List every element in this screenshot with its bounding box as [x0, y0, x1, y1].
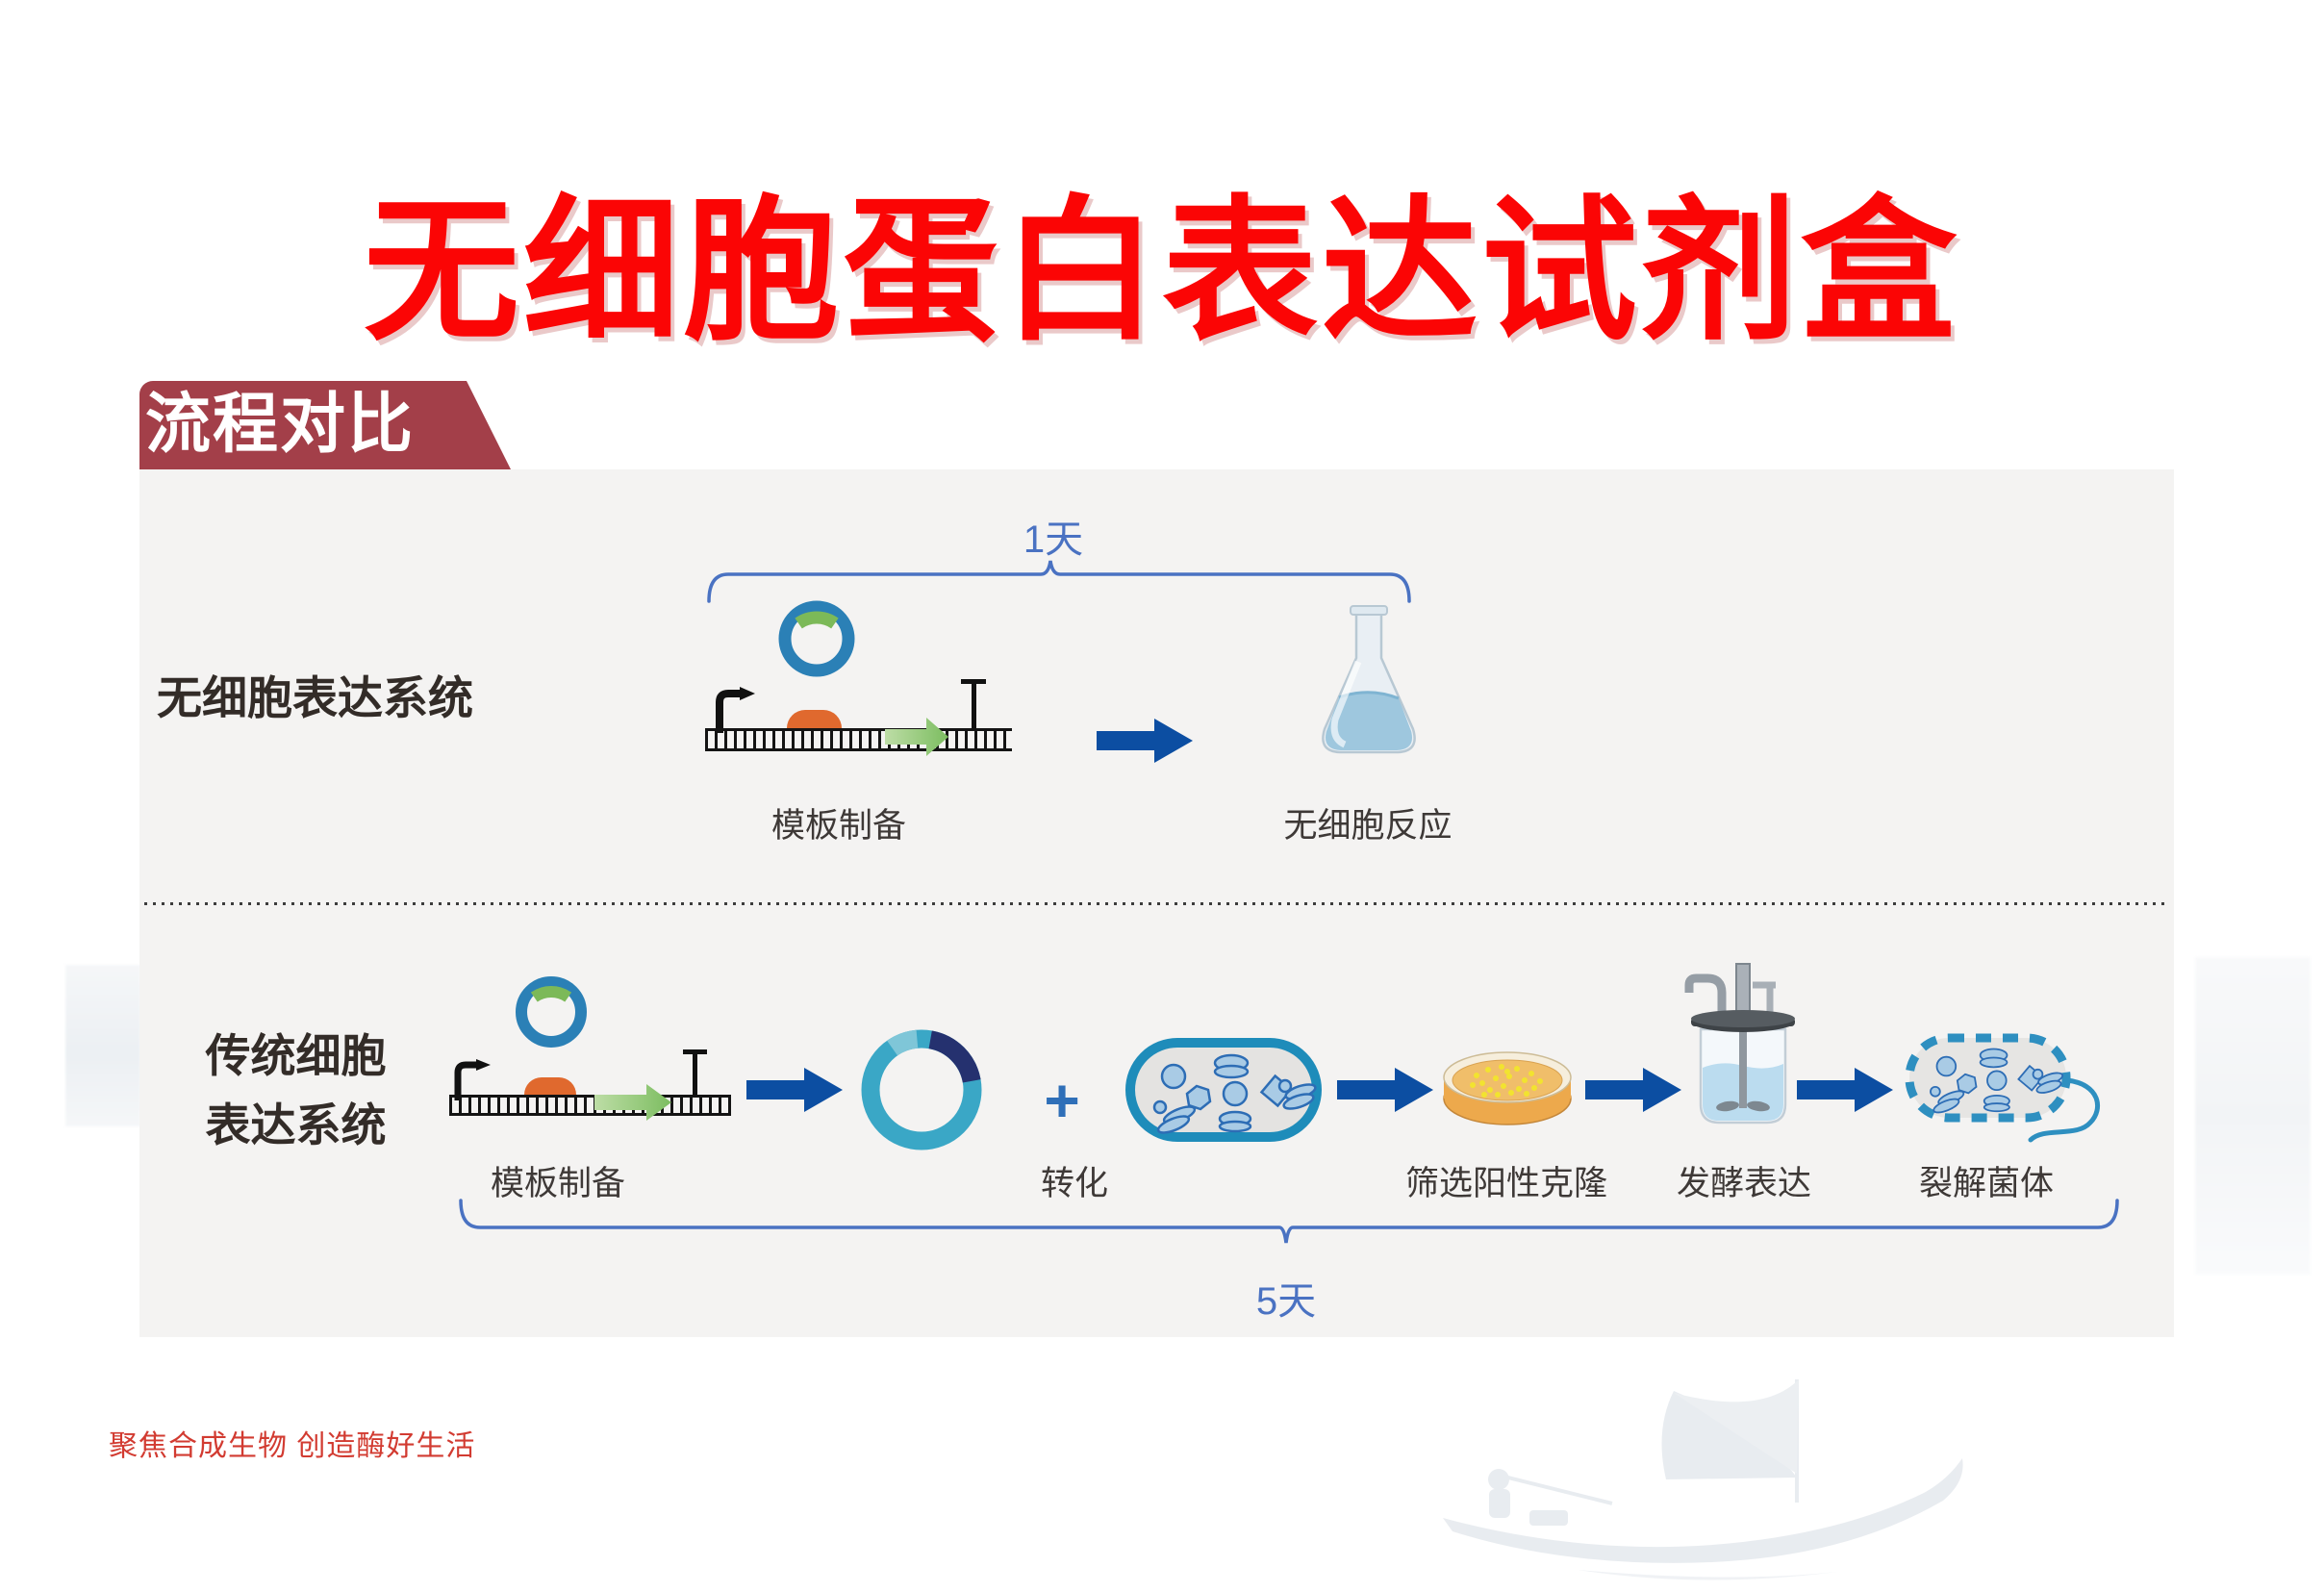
mountain-watermark — [65, 965, 140, 1126]
step-label-transformation: 转化 — [1040, 1165, 1108, 1202]
cellfree-duration-label: 1天 — [1023, 518, 1084, 561]
donut-plasmid-icon — [861, 1029, 982, 1150]
polymerase-dome-icon — [787, 710, 842, 728]
promoter-arrow-icon — [454, 1059, 491, 1100]
traditional-system-label: 传统细胞 表达系统 — [154, 1022, 438, 1160]
flow-arrow-icon — [1097, 719, 1193, 763]
petri-dish-icon — [1443, 1051, 1572, 1125]
bacteria-cell-icon — [1125, 1038, 1322, 1142]
gene-arrow-icon — [885, 718, 948, 756]
step-label-fermentation: 发酵表达 — [1676, 1165, 1811, 1202]
duration-brace-5day-icon — [459, 1199, 2119, 1244]
plasmid-icon — [778, 600, 855, 677]
terminator-stem — [972, 679, 976, 730]
dna-template-icon — [705, 728, 1012, 751]
polymerase-dome-icon — [524, 1077, 576, 1095]
dna-template-icon — [449, 1095, 731, 1116]
duration-brace-1day-icon — [707, 560, 1411, 603]
row-divider-dotted-line — [144, 902, 2169, 905]
promoter-arrow-icon — [716, 687, 755, 733]
flow-arrow-icon — [1585, 1068, 1681, 1112]
flow-arrow-icon — [1797, 1068, 1893, 1112]
boat-watermark — [1443, 1379, 1963, 1580]
flow-arrow-icon — [1337, 1068, 1433, 1112]
step-label-cellfree-reaction: 无细胞反应 — [1283, 807, 1452, 845]
cellfree-system-label: 无细胞表达系统 — [157, 672, 473, 723]
section-badge-label: 流程对比 — [145, 388, 416, 461]
lysed-cell-icon — [1905, 1033, 2101, 1143]
gene-arrow-icon — [594, 1084, 671, 1121]
step-label-template-prep-row1: 模板制备 — [770, 807, 906, 845]
section-badge: 流程对比 — [139, 381, 511, 469]
fermenter-icon — [1684, 963, 1795, 1125]
page-title: 无细胞蛋白表达试剂盒 — [364, 185, 1960, 359]
traditional-system-label-line2: 表达系统 — [205, 1099, 387, 1150]
flask-icon — [1322, 605, 1416, 754]
traditional-duration-label: 5天 — [1255, 1280, 1317, 1323]
right-edge-watermark — [2195, 957, 2311, 1275]
plus-sign: + — [1044, 1066, 1080, 1135]
step-label-screen-clones: 筛选阳性克隆 — [1404, 1165, 1607, 1202]
step-label-lysis: 裂解菌体 — [1918, 1165, 2054, 1202]
step-label-template-prep-row2: 模板制备 — [490, 1165, 625, 1202]
terminator-stem — [693, 1049, 697, 1097]
flow-arrow-icon — [746, 1068, 843, 1112]
plasmid-icon — [516, 976, 587, 1048]
footer-slogan: 聚焦合成生物 创造酶好生活 — [109, 1430, 476, 1462]
traditional-system-label-line1: 传统细胞 — [205, 1030, 387, 1081]
